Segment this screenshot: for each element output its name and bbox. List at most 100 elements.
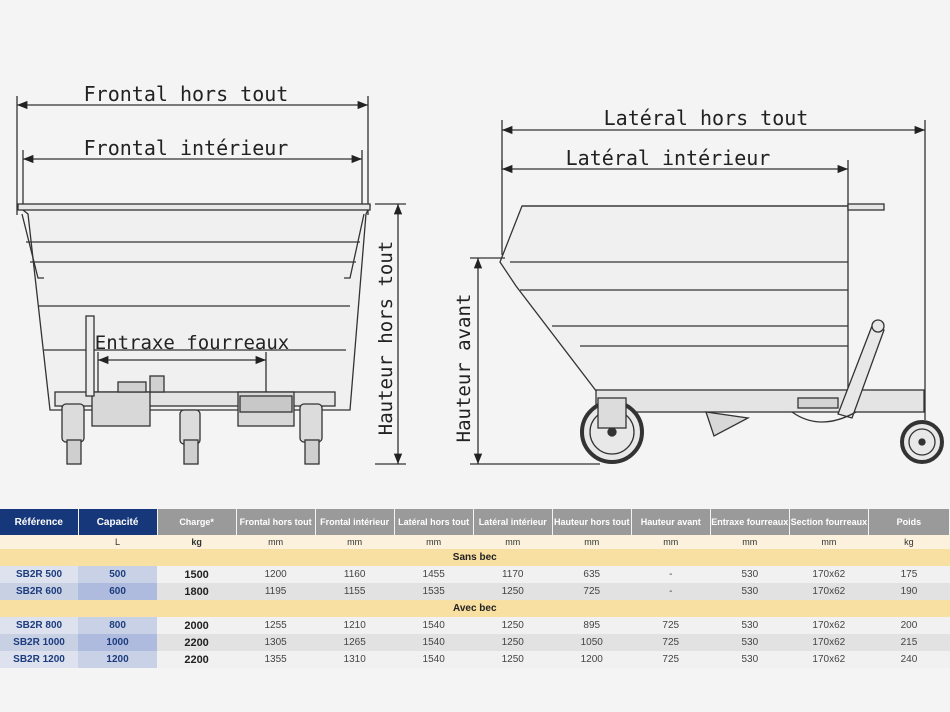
front-inner-label: Frontal intérieur <box>84 136 289 160</box>
table-cell: - <box>631 566 711 583</box>
table-cell: 725 <box>631 651 711 668</box>
group-title: Avec bec <box>0 600 950 617</box>
unit-cell: mm <box>631 535 711 549</box>
table-cell: 1540 <box>394 651 474 668</box>
side-inner-label: Latéral intérieur <box>566 146 771 170</box>
unit-cell: mm <box>552 535 632 549</box>
table-cell: 530 <box>710 651 790 668</box>
table-cell: 725 <box>631 634 711 651</box>
front-height-label: Hauteur hors tout <box>375 241 397 435</box>
table-cell: 1160 <box>315 566 395 583</box>
table-cell: 2200 <box>157 634 237 651</box>
table-cell: 1170 <box>473 566 553 583</box>
table-cell: 1155 <box>315 583 395 600</box>
column-header: Référence <box>0 509 79 535</box>
side-front-height-label: Hauteur avant <box>453 294 475 443</box>
table-cell: SB2R 600 <box>0 583 79 600</box>
table-cell: 1200 <box>552 651 632 668</box>
table-cell: 530 <box>710 566 790 583</box>
table-cell: 1200 <box>236 566 316 583</box>
table-cell: - <box>631 583 711 600</box>
table-cell: 530 <box>710 634 790 651</box>
table-cell: 1355 <box>236 651 316 668</box>
column-header: Hauteur hors tout <box>552 509 632 535</box>
front-spacing-label: Entraxe fourreaux <box>95 332 289 354</box>
table-cell: 1250 <box>473 634 553 651</box>
group-row: Avec bec <box>0 600 950 617</box>
column-header: Poids <box>868 509 950 535</box>
group-row: Sans bec <box>0 549 950 566</box>
table-cell: 1265 <box>315 634 395 651</box>
table-cell: 1535 <box>394 583 474 600</box>
technical-drawing: Frontal hors tout Frontal intérieur Entr… <box>16 82 944 465</box>
table-cell: 800 <box>78 617 158 634</box>
column-header: Capacité <box>78 509 158 535</box>
table-cell: 1500 <box>157 566 237 583</box>
table-cell: 1310 <box>315 651 395 668</box>
table-cell: 240 <box>868 651 950 668</box>
table-cell: 1255 <box>236 617 316 634</box>
table-cell: 1455 <box>394 566 474 583</box>
table-cell: 200 <box>868 617 950 634</box>
table-cell: 500 <box>78 566 158 583</box>
unit-cell: L <box>78 535 158 549</box>
table-cell: 2200 <box>157 651 237 668</box>
table-cell: 1540 <box>394 617 474 634</box>
unit-cell: mm <box>710 535 790 549</box>
table-cell: 1200 <box>78 651 158 668</box>
column-header: Charge* <box>157 509 237 535</box>
table-cell: 190 <box>868 583 950 600</box>
table-cell: 1000 <box>78 634 158 651</box>
front-overall-label: Frontal hors tout <box>84 82 289 106</box>
table-cell: 1250 <box>473 651 553 668</box>
table-cell: 170x62 <box>789 566 869 583</box>
unit-cell: mm <box>473 535 553 549</box>
unit-cell: kg <box>157 535 237 549</box>
table-cell: 1250 <box>473 617 553 634</box>
table-cell: 170x62 <box>789 617 869 634</box>
table-cell: 170x62 <box>789 634 869 651</box>
column-header: Latéral intérieur <box>473 509 553 535</box>
side-overall-label: Latéral hors tout <box>604 106 809 130</box>
table-cell: SB2R 1000 <box>0 634 79 651</box>
group-title: Sans bec <box>0 549 950 566</box>
unit-cell <box>0 535 79 549</box>
table-cell: 1540 <box>394 634 474 651</box>
unit-cell: mm <box>789 535 869 549</box>
table-cell: SB2R 500 <box>0 566 79 583</box>
table-cell: SB2R 1200 <box>0 651 79 668</box>
table-cell: 170x62 <box>789 583 869 600</box>
table-cell: 895 <box>552 617 632 634</box>
table-cell: 1050 <box>552 634 632 651</box>
table-cell: 175 <box>868 566 950 583</box>
table-cell: SB2R 800 <box>0 617 79 634</box>
table-cell: 1250 <box>473 583 553 600</box>
table-cell: 1195 <box>236 583 316 600</box>
front-view <box>16 96 406 465</box>
table-cell: 215 <box>868 634 950 651</box>
unit-cell: mm <box>236 535 316 549</box>
side-view <box>470 120 944 465</box>
table-cell: 2000 <box>157 617 237 634</box>
table-cell: 530 <box>710 617 790 634</box>
table-cell: 1800 <box>157 583 237 600</box>
unit-cell: mm <box>394 535 474 549</box>
table-cell: 725 <box>631 617 711 634</box>
unit-cell: mm <box>315 535 395 549</box>
table-cell: 170x62 <box>789 651 869 668</box>
table-cell: 600 <box>78 583 158 600</box>
column-header: Frontal hors tout <box>236 509 316 535</box>
column-header: Section fourreaux <box>789 509 869 535</box>
unit-cell: kg <box>868 535 950 549</box>
column-header: Entraxe fourreaux <box>710 509 790 535</box>
table-cell: 1210 <box>315 617 395 634</box>
table-cell: 635 <box>552 566 632 583</box>
